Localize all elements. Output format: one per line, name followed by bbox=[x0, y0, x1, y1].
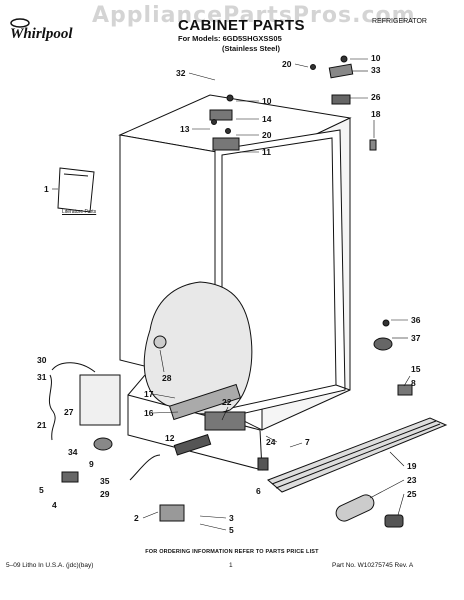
callout-20: 20 bbox=[262, 130, 272, 140]
callout-14: 14 bbox=[262, 114, 272, 124]
models-line: For Models: 6GD5SHGXSS05 bbox=[178, 34, 282, 43]
callout-37: 37 bbox=[411, 333, 421, 343]
litho-info: 5–09 Litho In U.S.A. (jdc)(bay) bbox=[6, 562, 94, 569]
model-info: For Models: 6GD5SHGXSS05 (Stainless Stee… bbox=[178, 34, 282, 54]
callout-18: 18 bbox=[371, 109, 381, 119]
callout-31: 31 bbox=[37, 372, 47, 382]
callout-1: 1 bbox=[44, 184, 49, 194]
models-variant: (Stainless Steel) bbox=[222, 44, 280, 53]
callout-21: 21 bbox=[37, 420, 47, 430]
page-number: 1 bbox=[229, 562, 233, 569]
callout-5: 5 bbox=[39, 485, 44, 495]
callout-34: 34 bbox=[68, 447, 78, 457]
callout-20: 20 bbox=[282, 59, 292, 69]
callout-35: 35 bbox=[100, 476, 110, 486]
svg-text:Whirlpool: Whirlpool bbox=[10, 26, 73, 42]
callout-24: 24 bbox=[266, 437, 276, 447]
callout-5: 5 bbox=[229, 525, 234, 535]
watermark-text: AppliancePartsPros.com bbox=[92, 3, 416, 28]
callout-23: 23 bbox=[407, 475, 417, 485]
cabinet-cutaway bbox=[143, 281, 253, 415]
callout-3: 3 bbox=[229, 513, 234, 523]
callout-22: 22 bbox=[222, 397, 232, 407]
callout-32: 32 bbox=[176, 68, 186, 78]
callout-6: 6 bbox=[256, 486, 261, 496]
callout-10: 10 bbox=[371, 53, 381, 63]
callout-13: 13 bbox=[180, 124, 190, 134]
category-label: REFRIGERATOR bbox=[372, 18, 427, 25]
callout-25: 25 bbox=[407, 489, 417, 499]
page-title: CABINET PARTS bbox=[178, 17, 306, 34]
callout-26: 26 bbox=[371, 92, 381, 102]
callout-30: 30 bbox=[37, 355, 47, 365]
callout-7: 7 bbox=[305, 437, 310, 447]
callout-27: 27 bbox=[64, 407, 74, 417]
callout-12: 12 bbox=[165, 433, 175, 443]
callout-19: 19 bbox=[407, 461, 417, 471]
callout-9: 9 bbox=[89, 459, 94, 469]
callout-4: 4 bbox=[52, 500, 57, 510]
callout-29: 29 bbox=[100, 489, 110, 499]
callout-33: 33 bbox=[371, 65, 381, 75]
callout-36: 36 bbox=[411, 315, 421, 325]
literature-booklet bbox=[57, 167, 95, 213]
whirlpool-logo: Whirlpool bbox=[10, 18, 73, 42]
callout-17: 17 bbox=[144, 389, 154, 399]
part-number: Part No. W10275745 Rev. A bbox=[332, 562, 414, 569]
callout-8: 8 bbox=[411, 378, 416, 388]
callout-28: 28 bbox=[162, 373, 172, 383]
callout-2: 2 bbox=[134, 513, 139, 523]
callout-11: 11 bbox=[262, 147, 271, 157]
callout-15: 15 bbox=[411, 364, 421, 374]
ordering-note: FOR ORDERING INFORMATION REFER TO PARTS … bbox=[145, 549, 319, 555]
literature-parts-label: Literature Parts bbox=[62, 209, 97, 215]
callout-10: 10 bbox=[262, 96, 272, 106]
machine-compartment-panel bbox=[79, 374, 121, 426]
callout-16: 16 bbox=[144, 408, 154, 418]
